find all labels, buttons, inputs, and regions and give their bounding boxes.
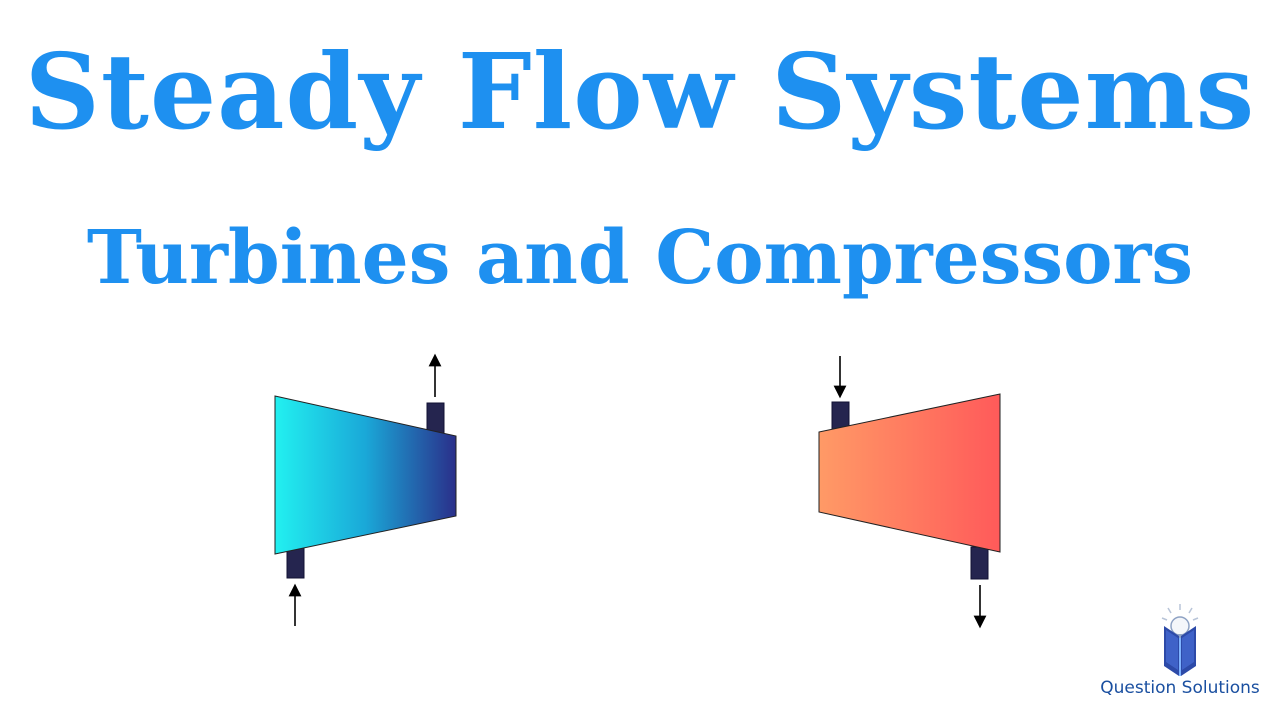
compressor-body bbox=[818, 393, 1001, 553]
turbine-body bbox=[274, 395, 457, 555]
compressor-outlet-pipe bbox=[970, 546, 989, 580]
question-solutions-logo: Question Solutions bbox=[1090, 600, 1270, 710]
turbine bbox=[274, 353, 457, 626]
page-title: Steady Flow Systems bbox=[24, 30, 1256, 153]
compressor bbox=[818, 356, 1001, 629]
logo-text: Question Solutions bbox=[1100, 678, 1260, 698]
page-subtitle: Turbines and Compressors bbox=[86, 215, 1194, 301]
lightbulb-book-icon bbox=[1161, 604, 1199, 676]
